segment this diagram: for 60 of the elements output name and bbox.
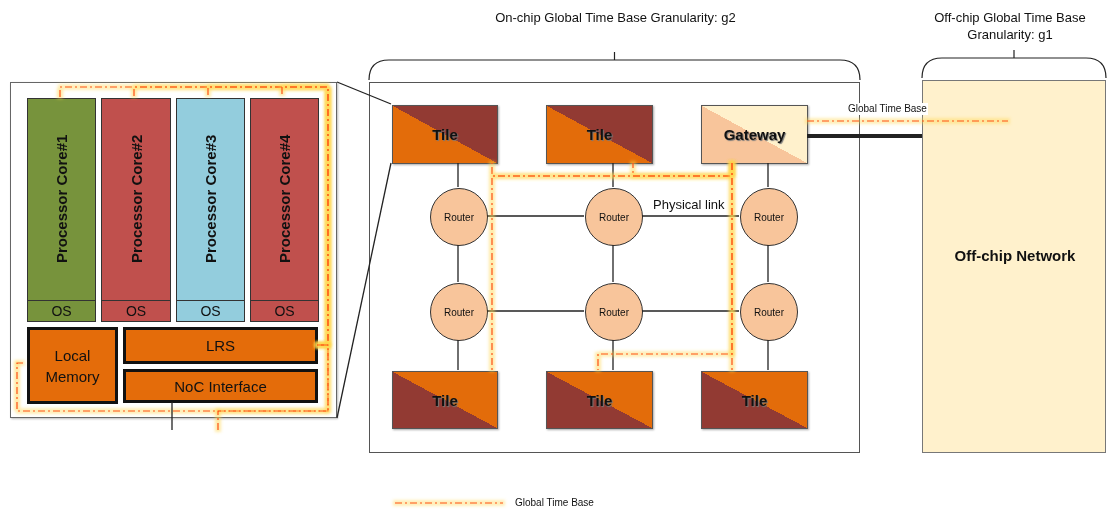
gateway-box bbox=[701, 105, 808, 164]
component-label: NoC Interface bbox=[173, 376, 268, 397]
link-line bbox=[486, 310, 585, 312]
component-box bbox=[123, 369, 318, 403]
link-line bbox=[641, 215, 740, 217]
tile-label: Tile bbox=[432, 126, 458, 143]
link-line bbox=[641, 310, 740, 312]
link-line bbox=[171, 401, 173, 431]
tile-box bbox=[392, 371, 498, 429]
link-line bbox=[767, 162, 769, 188]
link-line bbox=[336, 162, 392, 419]
component-label: Local Memory bbox=[44, 345, 101, 387]
router-label: Router bbox=[599, 306, 629, 318]
link-line bbox=[457, 339, 459, 371]
time-base-line bbox=[16, 344, 329, 412]
processor-core-box bbox=[27, 98, 96, 322]
link-line bbox=[486, 215, 585, 217]
component-box bbox=[27, 327, 118, 404]
tile-box bbox=[546, 371, 653, 429]
core-label: Processor Core#1 bbox=[52, 133, 71, 266]
legend-label: Global Time Base bbox=[515, 496, 594, 509]
link-line bbox=[336, 81, 392, 105]
edge-label: Physical link bbox=[652, 197, 726, 213]
processor-core-box bbox=[101, 98, 171, 322]
core-label: Processor Core#3 bbox=[201, 133, 220, 266]
tile-box bbox=[392, 105, 498, 164]
router-label: Router bbox=[444, 306, 474, 318]
router-label: Router bbox=[599, 211, 629, 223]
link-line bbox=[767, 244, 769, 283]
link-line bbox=[612, 244, 614, 283]
time-base-line bbox=[806, 120, 1009, 122]
os-label: OS bbox=[102, 300, 170, 321]
time-base-line bbox=[217, 344, 329, 431]
link-line bbox=[807, 134, 922, 138]
os-label: OS bbox=[177, 300, 244, 321]
network-label: Off-chip Network bbox=[953, 246, 1077, 266]
gateway-label: Gateway bbox=[723, 126, 786, 143]
edge-label: Global Time Base bbox=[847, 103, 928, 115]
core-label: Processor Core#4 bbox=[275, 133, 294, 266]
link-line bbox=[457, 162, 459, 188]
region-heading: Off-chip Global Time Base Granularity: g1 bbox=[933, 9, 1087, 43]
core-label: Processor Core#2 bbox=[126, 133, 146, 266]
processor-core-box bbox=[176, 98, 245, 322]
component-label: LRS bbox=[204, 336, 237, 356]
link-line bbox=[457, 244, 459, 283]
component-box bbox=[123, 327, 318, 364]
link-line bbox=[612, 339, 614, 371]
link-line bbox=[612, 162, 614, 188]
processor-core-box bbox=[250, 98, 319, 322]
os-label: OS bbox=[251, 300, 318, 321]
tile-box bbox=[701, 371, 808, 429]
router-label: Router bbox=[444, 211, 474, 223]
tile-detail-panel bbox=[10, 82, 337, 418]
router-label: Router bbox=[754, 211, 784, 223]
os-label: OS bbox=[28, 300, 95, 321]
router-label: Router bbox=[754, 306, 784, 318]
link-line bbox=[767, 339, 769, 371]
tile-box bbox=[546, 105, 653, 164]
region-heading: On-chip Global Time Base Granularity: g2 bbox=[494, 9, 737, 26]
tile-label: Tile bbox=[586, 126, 613, 143]
